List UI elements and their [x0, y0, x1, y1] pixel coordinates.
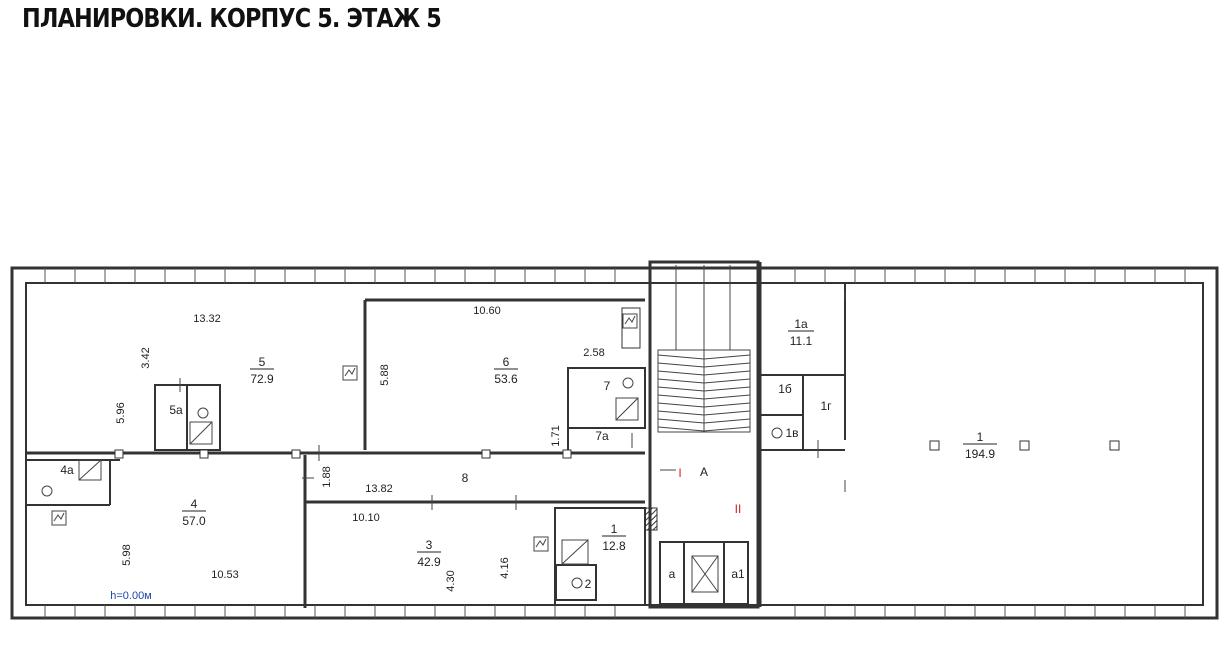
room-1a-area: 11.1: [790, 334, 813, 348]
room-1-small-area: 12.8: [602, 539, 626, 553]
dim-1-71: 1.71: [550, 425, 562, 446]
stair-a-label: А: [700, 465, 708, 479]
room-1v-label: 1в: [785, 426, 798, 440]
room-6-area: 53.6: [494, 372, 518, 386]
height-mark: h=0.00м: [110, 590, 152, 602]
left-section-walls: [26, 298, 658, 608]
dim-3-42: 3.42: [140, 347, 152, 368]
room-4a-label: 4а: [60, 463, 74, 477]
fixtures: [41, 313, 783, 589]
dim-1-88: 1.88: [321, 466, 333, 487]
room-6-number: 6: [503, 355, 510, 369]
room-1-large-number: 1: [977, 430, 984, 444]
dim-4-30: 4.30: [445, 570, 457, 591]
room-1-large-area: 194.9: [965, 447, 995, 461]
lift-a-label: а: [669, 567, 676, 581]
room-7-label: 7: [604, 379, 611, 393]
lift-a1-label: а1: [731, 567, 745, 581]
room-1b-label: 1б: [778, 382, 792, 396]
room-3-number: 3: [426, 538, 433, 552]
dim-5-88: 5.88: [379, 364, 391, 385]
dim-4-16: 4.16: [499, 557, 511, 578]
dim-10-60: 10.60: [473, 305, 501, 317]
dim-5-96: 5.96: [115, 402, 127, 423]
stair-roman-i: I: [678, 466, 681, 480]
room-3-area: 42.9: [417, 555, 441, 569]
dim-13-82: 13.82: [365, 483, 393, 495]
dim-10-53: 10.53: [211, 569, 239, 581]
room-1a-number: 1а: [794, 317, 808, 331]
page-title: ПЛАНИРОВКИ. КОРПУС 5. ЭТАЖ 5: [22, 4, 442, 34]
door-marks: [179, 290, 846, 510]
room-5-number: 5: [259, 355, 266, 369]
dim-13-32: 13.32: [193, 313, 221, 325]
stair-roman-ii: II: [735, 502, 742, 516]
dim-10-10: 10.10: [352, 512, 380, 524]
room-2-label: 2: [585, 577, 592, 591]
dim-5-98: 5.98: [121, 544, 133, 565]
room-1g-label: 1г: [820, 399, 832, 413]
room-labels: 5 72.9 6 53.6 4 57.0 3 42.9 1 12.8 1а 11…: [60, 317, 997, 591]
room-4-number: 4: [191, 497, 198, 511]
room-1-small-number: 1: [611, 522, 618, 536]
dimension-labels: 13.32 10.60 3.42 5.96 5.88 2.58 1.71 1.8…: [110, 305, 604, 602]
window-marks: [44, 268, 1186, 618]
right-section-walls: [758, 262, 1120, 607]
room-8-label: 8: [462, 471, 469, 485]
room-4-area: 57.0: [182, 514, 206, 528]
room-5a-label: 5а: [169, 403, 183, 417]
dim-2-58: 2.58: [583, 347, 604, 359]
room-7a-label: 7а: [595, 429, 609, 443]
room-5-area: 72.9: [250, 372, 274, 386]
stair-core: [648, 260, 760, 609]
